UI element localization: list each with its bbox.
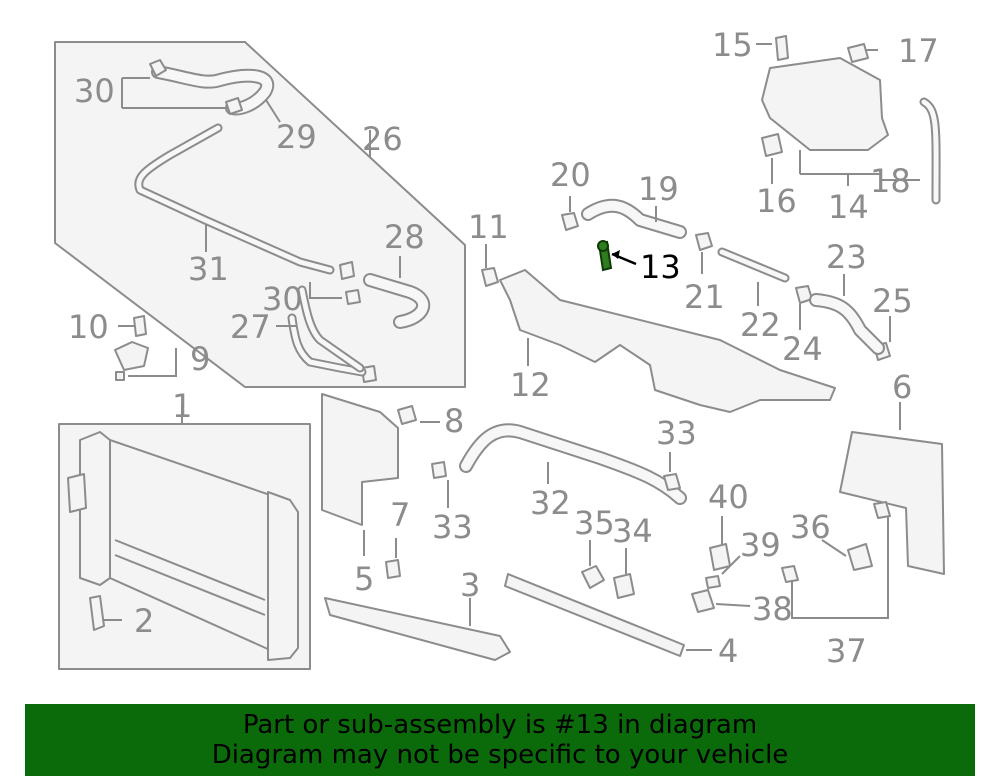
callout-5: 5 [354,560,374,598]
radiator-outlet-hose [459,423,687,505]
callout-21: 21 [684,278,725,316]
callout-9: 9 [190,340,210,378]
callout-11: 11 [468,208,509,246]
callout-1: 1 [172,387,192,425]
banner-line-part: Part or sub-assembly is #13 in diagram [242,710,758,740]
callout-37: 37 [826,632,867,670]
callout-10: 10 [68,308,109,346]
lower-deflector-left [324,597,511,661]
air-baffle-left [321,393,399,526]
callout-30-lower: 30 [262,280,303,318]
callout-32: 32 [530,484,571,522]
callout-25: 25 [872,282,913,320]
reservoir-cap-icon [761,35,869,157]
highlight-leader [611,250,637,266]
callout-3: 3 [460,566,480,604]
info-banner: Part or sub-assembly is #13 in diagram D… [25,704,975,776]
heater-pipe [134,123,335,275]
bypass-hose [363,273,431,329]
callout-13[interactable]: 13 [640,248,681,286]
lower-deflector-right [504,573,685,657]
callout-12: 12 [510,366,551,404]
callout-17: 17 [898,32,939,70]
callout-14: 14 [828,188,869,226]
callout-26: 26 [362,120,403,158]
callout-19: 19 [638,170,679,208]
callout-33-left: 33 [432,508,473,546]
outlet-hose [809,293,885,355]
callout-34: 34 [612,512,653,550]
callout-labels: 1 2 3 4 5 6 7 8 9 10 11 12 13 14 15 16 1… [68,26,939,670]
callout-18: 18 [870,162,911,200]
callout-6: 6 [892,368,912,406]
callout-16: 16 [756,182,797,220]
inlet-hose [581,198,687,239]
callout-39: 39 [740,526,781,564]
callout-31: 31 [188,250,229,288]
callout-30-upper: 30 [74,72,115,110]
radiator-assembly [58,423,311,670]
callout-7: 7 [390,496,410,534]
callout-8: 8 [444,402,464,440]
heater-hose-upper [151,65,275,116]
callout-15: 15 [712,26,753,64]
callout-28: 28 [384,218,425,256]
bracket-icon [114,315,149,381]
overflow-hose [919,97,941,205]
clamp-icon [149,59,243,115]
callout-33-right: 33 [656,414,697,452]
part-13-fitting-highlighted[interactable] [597,240,613,272]
callout-24: 24 [782,330,823,368]
callout-29: 29 [276,118,317,156]
callout-36: 36 [790,508,831,546]
callout-23: 23 [826,238,867,276]
coolant-reservoir [761,57,889,151]
callout-2: 2 [134,602,154,640]
air-baffle-right [839,431,945,575]
callout-20: 20 [550,156,591,194]
callout-35: 35 [574,504,615,542]
hose-kit-inset [54,41,466,388]
fan-shroud [499,269,836,413]
callout-40: 40 [708,478,749,516]
callout-27: 27 [230,308,271,346]
callout-38: 38 [752,590,793,628]
callout-4: 4 [718,632,738,670]
clip-icon [385,405,447,579]
parts-diagram: 1 2 3 4 5 6 7 8 9 10 11 12 13 14 15 16 1… [54,26,945,670]
coolant-pipe [717,247,790,283]
leader-lines [104,43,920,651]
drain-valve [89,595,105,631]
callout-22: 22 [740,306,781,344]
banner-line-disclaimer: Diagram may not be specific to your vehi… [211,740,789,770]
